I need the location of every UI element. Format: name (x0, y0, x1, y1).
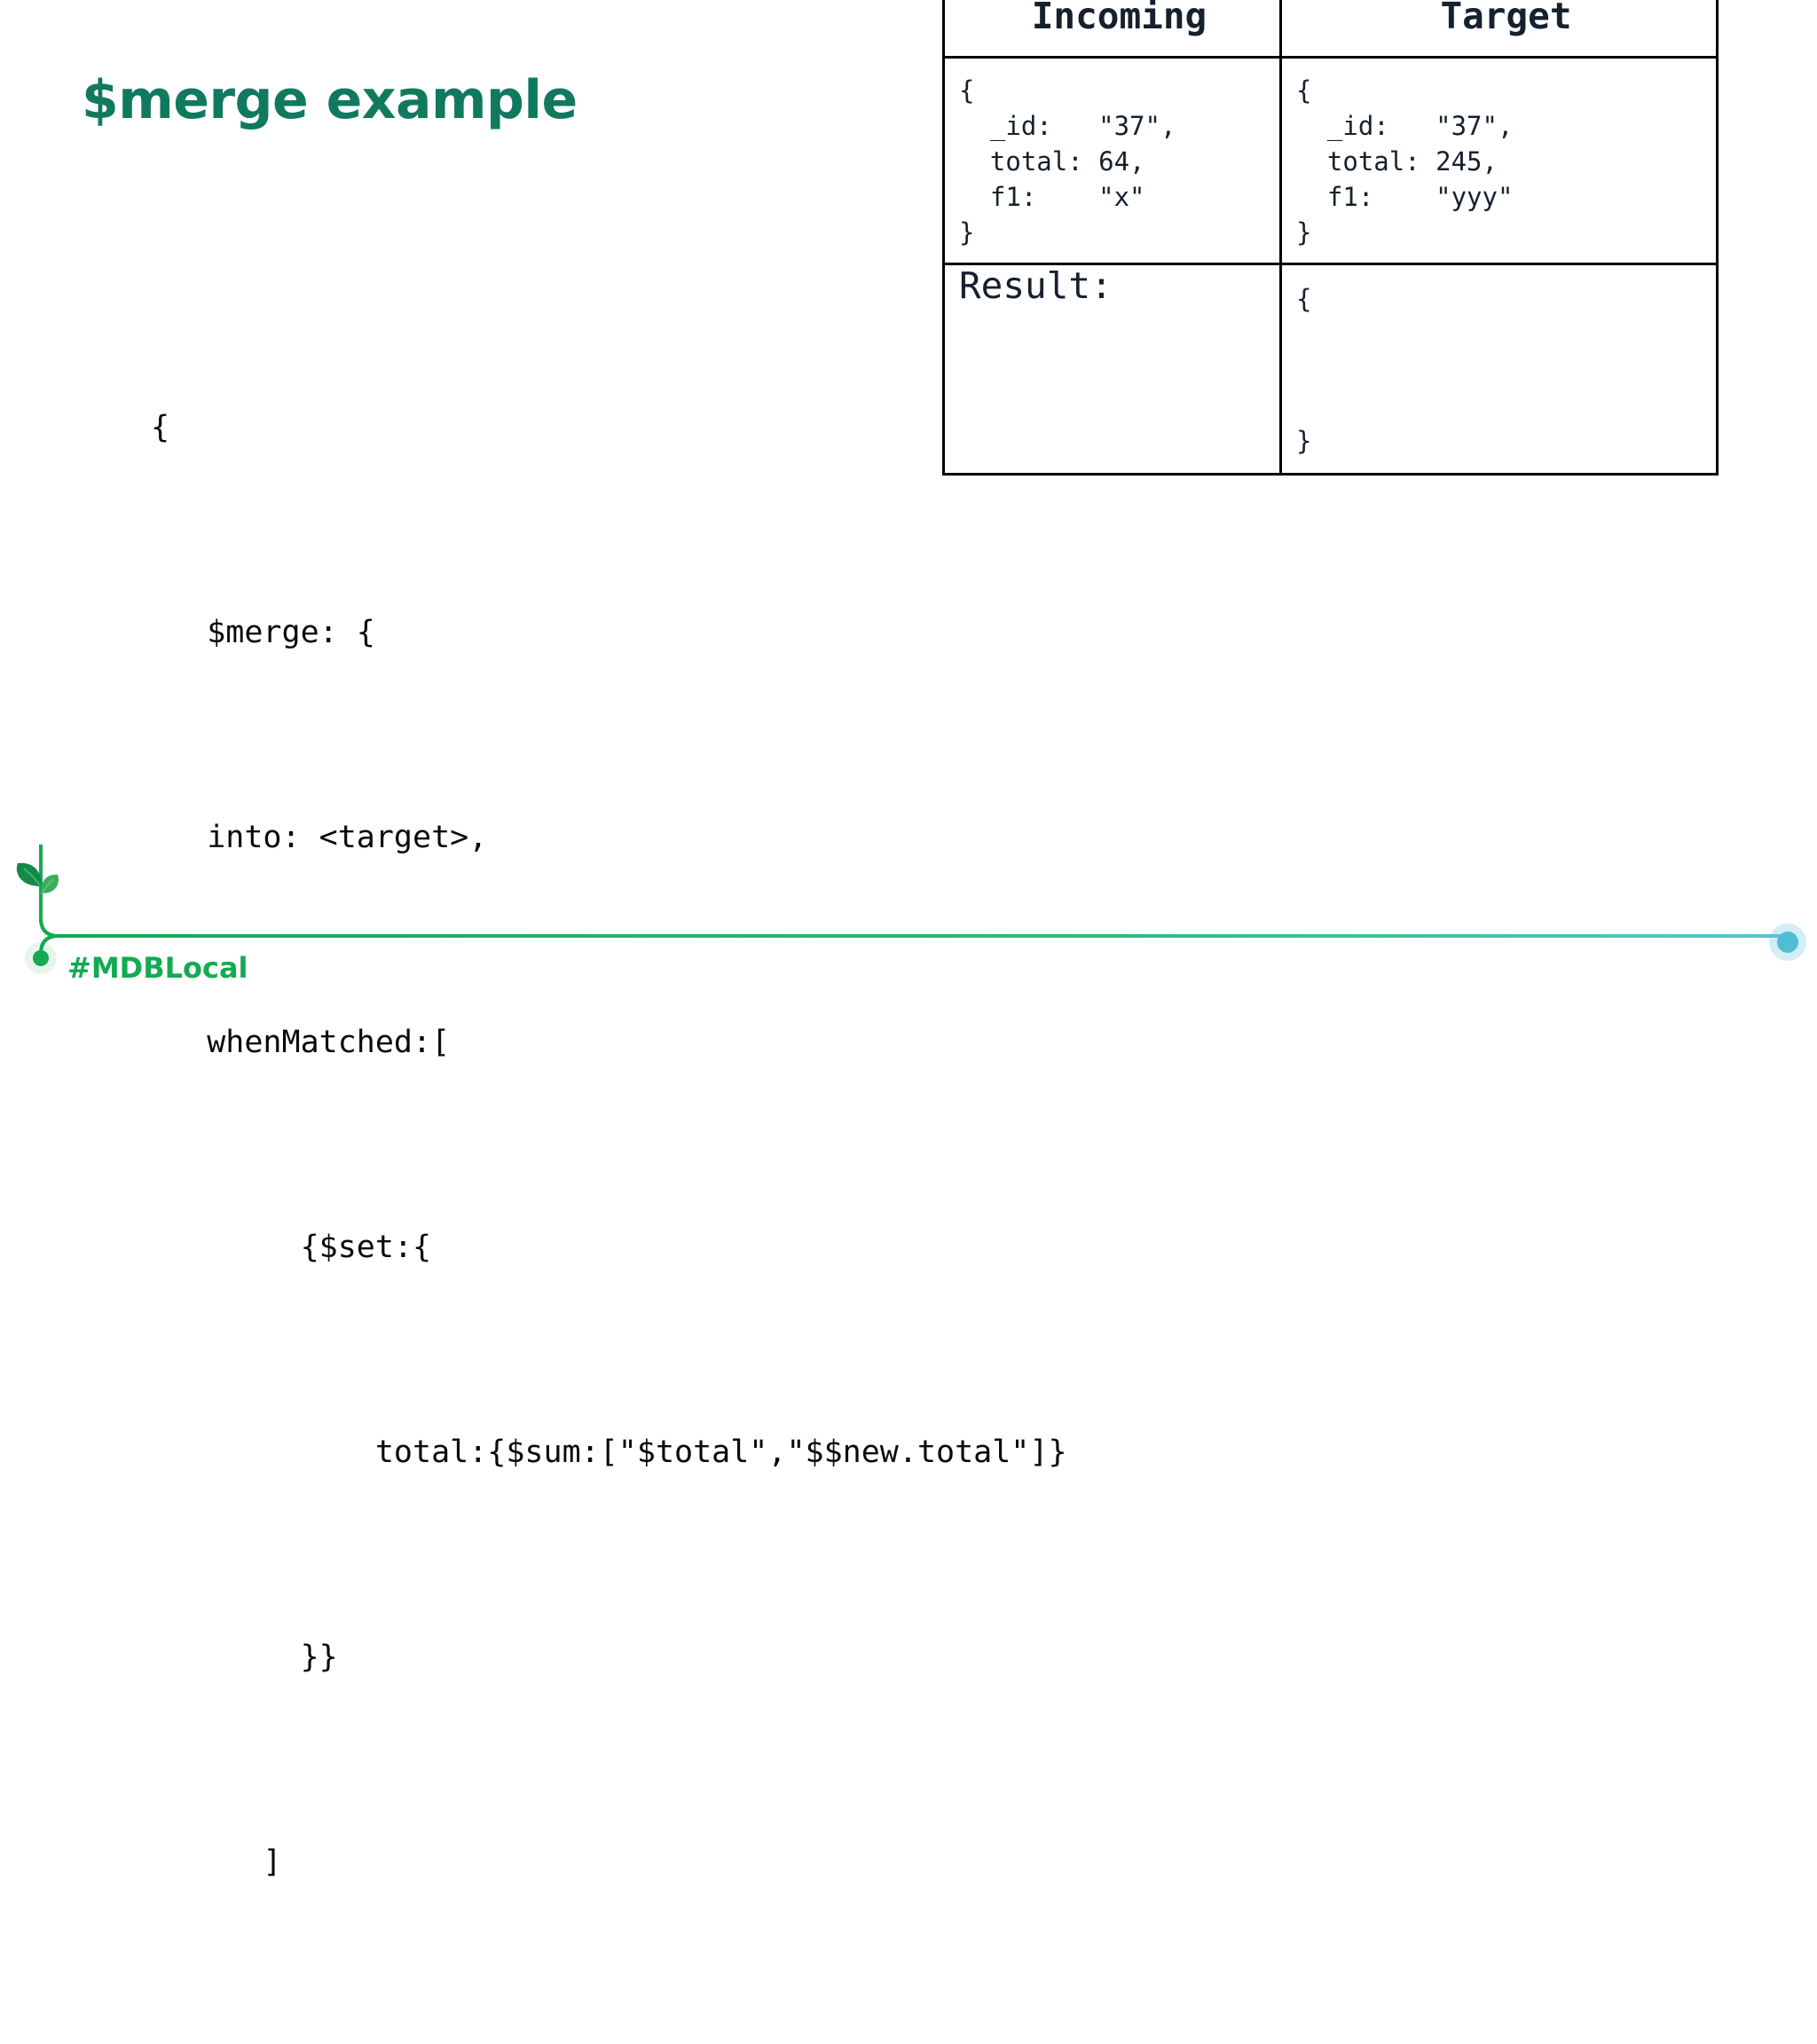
line-end-dot-icon (1769, 924, 1806, 961)
connector-hook-path (39, 934, 59, 963)
cell-target-document: { _id: "37", total: 245, f1: "yyy" } (1279, 56, 1719, 265)
code-block: { $merge: { into: <target>, whenMatched:… (151, 257, 1067, 2044)
sprout-icon (16, 862, 59, 922)
code-line: }} (151, 1639, 338, 1675)
table-row: { _id: "37", total: 64, f1: "x" } { _id:… (942, 56, 1719, 265)
cell-result-document: { } (1279, 263, 1719, 476)
code-line: { (151, 410, 170, 445)
table-row: Result: { } (942, 263, 1719, 476)
code-line: into: <target>, (151, 820, 488, 855)
result-document-json: { } (1296, 284, 1312, 456)
code-line: ] (151, 1844, 282, 1880)
cell-result-label: Result: (942, 263, 1282, 476)
result-label: Result: (959, 264, 1113, 307)
page-title: $merge example (82, 69, 578, 131)
table-header-row: Incoming Target (942, 0, 1719, 59)
code-line: $merge: { (151, 615, 375, 650)
code-line: {$set:{ (151, 1230, 432, 1265)
table-header-incoming: Incoming (942, 0, 1282, 59)
line-start-dot-icon (25, 942, 57, 974)
code-line: total:{$sum:["$total","$$new.total"]} (151, 1435, 1067, 1470)
code-line: whenMatched:[ (151, 1025, 451, 1060)
cell-incoming-document: { _id: "37", total: 64, f1: "x" } (942, 56, 1282, 265)
code-line: } (151, 2033, 1067, 2044)
table-header-target: Target (1279, 0, 1719, 59)
incoming-document-json: { _id: "37", total: 64, f1: "x" } (959, 75, 1176, 248)
target-document-json: { _id: "37", total: 245, f1: "yyy" } (1296, 75, 1514, 248)
header-label-target: Target (1440, 0, 1572, 37)
header-label-incoming: Incoming (1031, 0, 1207, 37)
incoming-target-result-table: Incoming Target { _id: "37", total: 64, … (942, 0, 1719, 476)
